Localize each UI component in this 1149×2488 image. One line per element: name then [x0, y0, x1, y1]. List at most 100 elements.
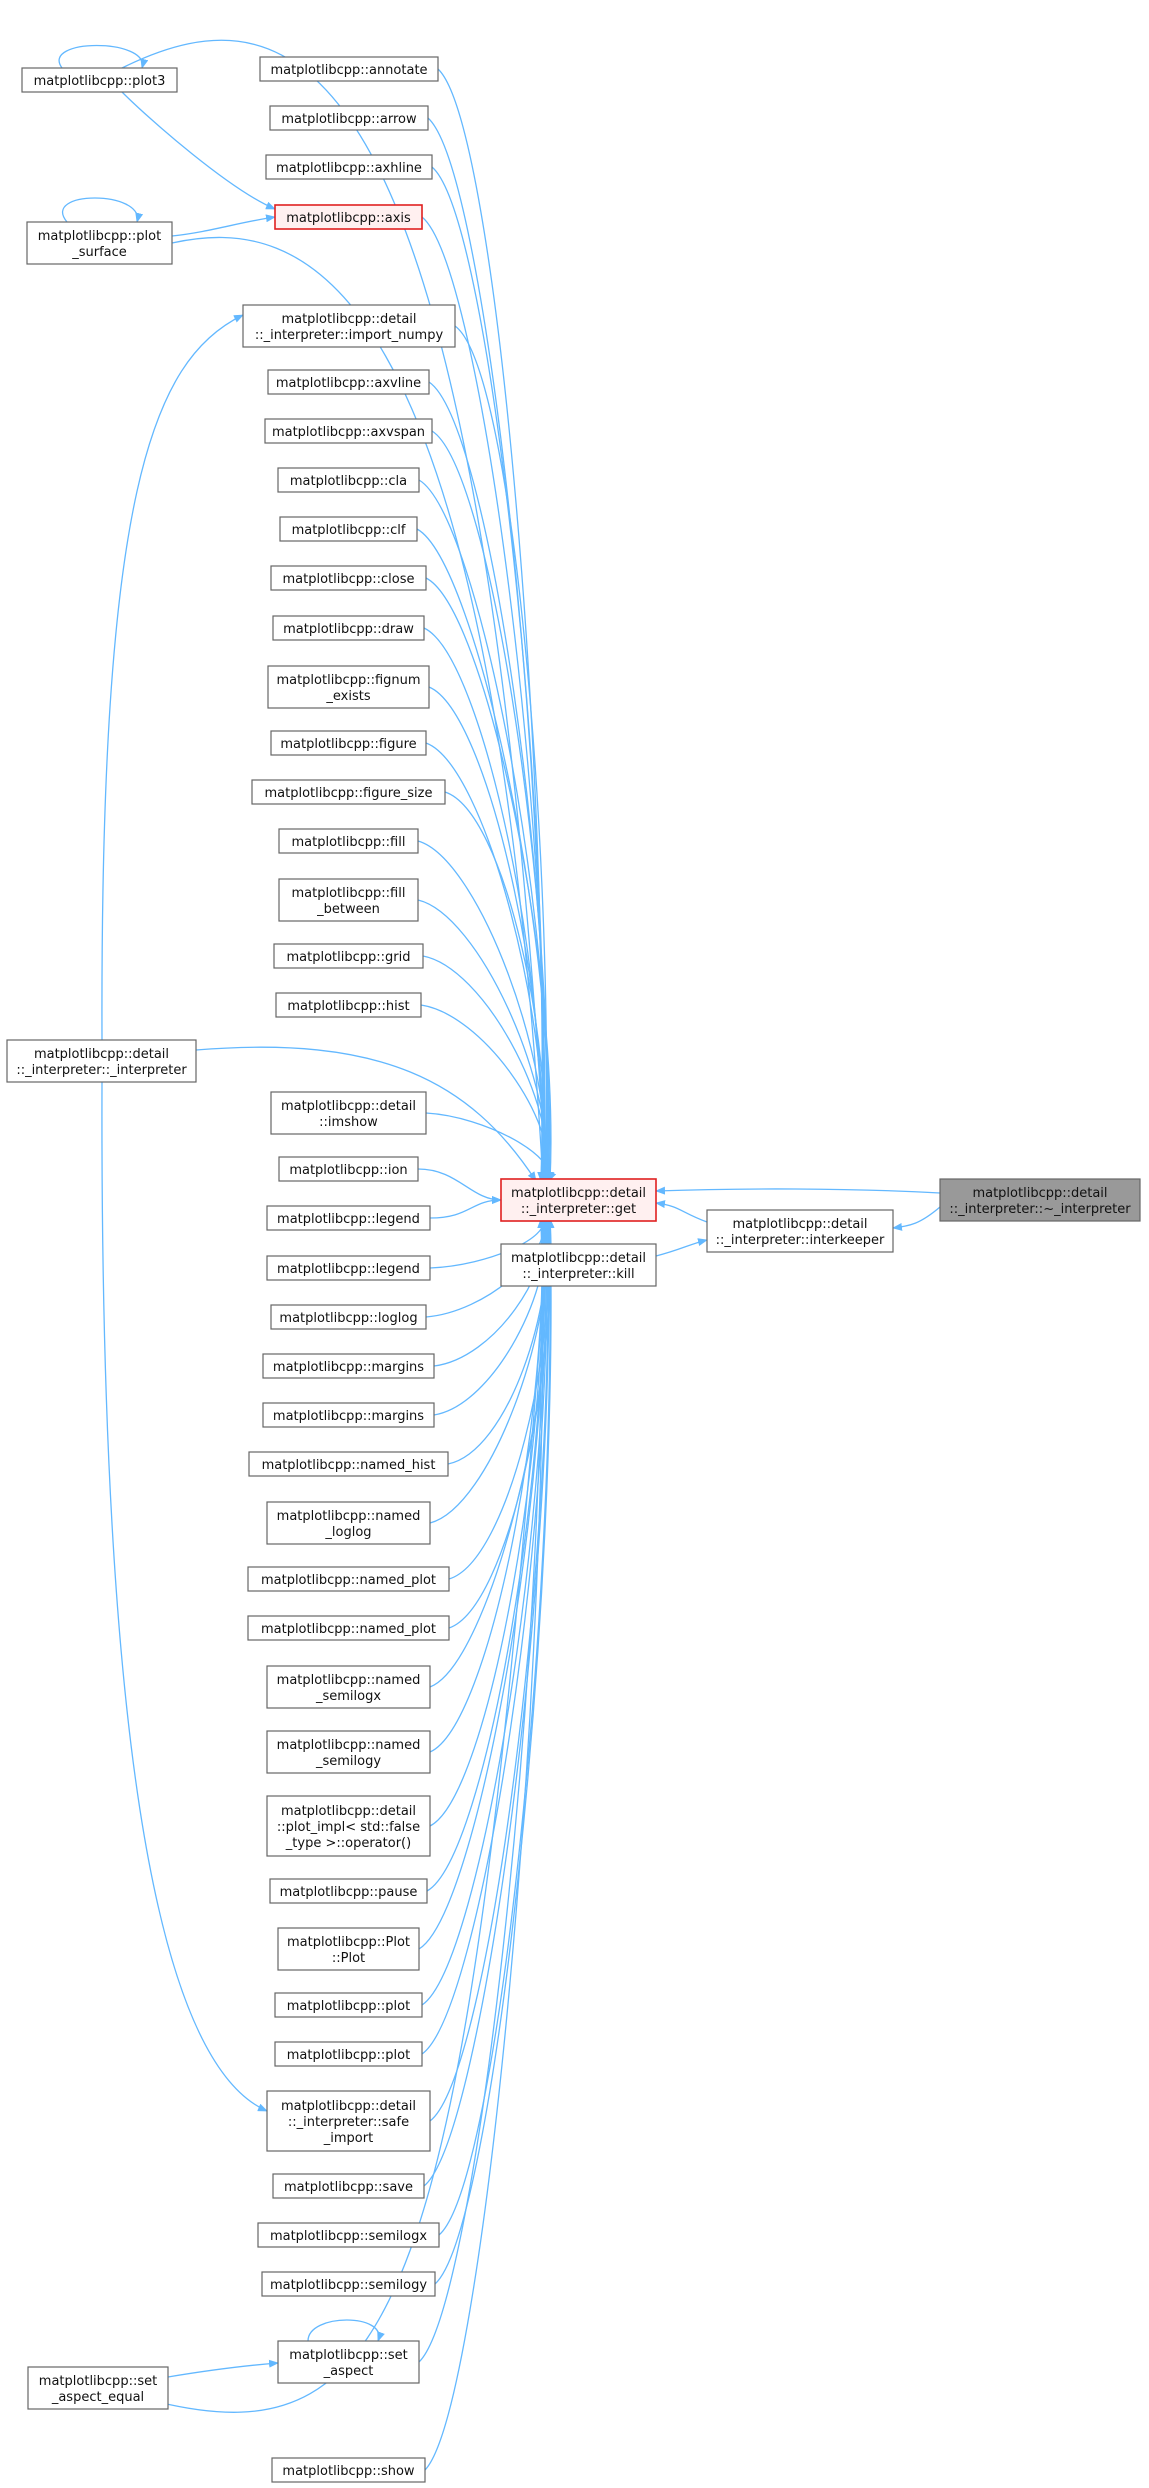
- edge-close-to-get: [425, 577, 555, 1182]
- node-interkeeper[interactable]: matplotlibcpp::detail::_interpreter::int…: [706, 1209, 894, 1253]
- edge-clf-to-get: [416, 528, 554, 1182]
- node-dtor[interactable]: matplotlibcpp::detail::_interpreter::~_i…: [939, 1178, 1141, 1222]
- node-label-line: matplotlibcpp::semilogy: [270, 2278, 427, 2293]
- node-label-line: matplotlibcpp::pause: [280, 1885, 418, 1900]
- node-safe-import[interactable]: matplotlibcpp::detail::_interpreter::saf…: [266, 2090, 431, 2152]
- node-label-line: _import: [323, 2131, 373, 2146]
- node-label-line: matplotlibcpp::named_plot: [261, 1622, 436, 1637]
- node-label-line: ::imshow: [319, 1115, 378, 1130]
- node-label-line: matplotlibcpp::detail: [281, 312, 416, 327]
- edge-interp-ctor-to-import-numpy: [101, 314, 244, 1041]
- node-figure-size[interactable]: matplotlibcpp::figure_size: [251, 779, 446, 805]
- node-plot3[interactable]: matplotlibcpp::plot3: [21, 67, 178, 93]
- node-margins1[interactable]: matplotlibcpp::margins: [262, 1353, 435, 1379]
- node-fill-between[interactable]: matplotlibcpp::fill_between: [278, 878, 419, 922]
- node-grid[interactable]: matplotlibcpp::grid: [273, 943, 424, 969]
- node-plot2[interactable]: matplotlibcpp::plot: [274, 2041, 423, 2067]
- node-cla[interactable]: matplotlibcpp::cla: [277, 467, 420, 493]
- node-set-aspect[interactable]: matplotlibcpp::set_aspect: [277, 2340, 420, 2384]
- node-label-line: matplotlibcpp::legend: [277, 1212, 420, 1227]
- node-kill[interactable]: matplotlibcpp::detail::_interpreter::kil…: [500, 1243, 657, 1287]
- node-clf[interactable]: matplotlibcpp::clf: [279, 516, 418, 542]
- edge-dtor-to-get: [655, 1186, 941, 1195]
- node-named-semilogx[interactable]: matplotlibcpp::named_semilogx: [266, 1665, 431, 1709]
- node-arrow[interactable]: matplotlibcpp::arrow: [269, 105, 429, 131]
- node-annotate[interactable]: matplotlibcpp::annotate: [259, 56, 439, 82]
- node-box: [261, 2271, 436, 2297]
- node-semilogy[interactable]: matplotlibcpp::semilogy: [261, 2271, 436, 2297]
- edge-plot2-to-get: [421, 1218, 551, 2055]
- node-semilogx[interactable]: matplotlibcpp::semilogx: [257, 2222, 440, 2248]
- node-plot-ctor[interactable]: matplotlibcpp::Plot::Plot: [277, 1927, 420, 1971]
- node-named-hist[interactable]: matplotlibcpp::named_hist: [248, 1451, 449, 1477]
- node-axhline[interactable]: matplotlibcpp::axhline: [265, 154, 433, 180]
- node-axvline[interactable]: matplotlibcpp::axvline: [267, 369, 430, 395]
- node-box: [274, 1992, 423, 2018]
- node-legend2[interactable]: matplotlibcpp::legend: [266, 1255, 431, 1281]
- edge-plot-surface-self: [62, 197, 144, 223]
- node-label-line: matplotlibcpp::legend: [277, 1262, 420, 1277]
- node-label-line: matplotlibcpp::detail: [511, 1186, 646, 1201]
- node-label-line: matplotlibcpp::loglog: [279, 1311, 417, 1326]
- node-label-line: matplotlibcpp::fignum: [276, 673, 420, 688]
- edge-plot-surface-to-get: [171, 236, 547, 1182]
- edge-hist-to-get: [420, 1004, 554, 1182]
- node-save[interactable]: matplotlibcpp::save: [272, 2173, 425, 2199]
- node-box: [266, 1730, 431, 1774]
- node-axvspan[interactable]: matplotlibcpp::axvspan: [264, 418, 433, 444]
- node-hist[interactable]: matplotlibcpp::hist: [275, 992, 422, 1018]
- node-label-line: matplotlibcpp::Plot: [287, 1935, 410, 1950]
- node-box: [248, 1451, 449, 1477]
- edge-semilogx-to-get: [438, 1218, 554, 2236]
- node-fignum-exists[interactable]: matplotlibcpp::fignum_exists: [267, 665, 430, 709]
- edge-set_aspect-to-get: [418, 1218, 546, 2363]
- node-label-line: matplotlibcpp::plot: [38, 229, 161, 244]
- node-box: [242, 304, 456, 348]
- node-label-line: ::_interpreter::get: [521, 1202, 636, 1217]
- node-box: [269, 105, 429, 131]
- node-named-semilogy[interactable]: matplotlibcpp::named_semilogy: [266, 1730, 431, 1774]
- node-box: [266, 2090, 431, 2152]
- node-label-line: matplotlibcpp::margins: [273, 1360, 424, 1375]
- node-close[interactable]: matplotlibcpp::close: [270, 565, 427, 591]
- node-label-line: matplotlibcpp::axis: [286, 211, 411, 226]
- node-named-plot1[interactable]: matplotlibcpp::named_plot: [247, 1566, 450, 1592]
- node-named-loglog[interactable]: matplotlibcpp::named_loglog: [266, 1501, 431, 1545]
- node-label-line: matplotlibcpp::plot: [287, 1999, 410, 2014]
- node-loglog[interactable]: matplotlibcpp::loglog: [270, 1304, 427, 1330]
- edge-interkeeper-to-get: [655, 1200, 708, 1223]
- node-plot-impl[interactable]: matplotlibcpp::detail::plot_impl< std::f…: [266, 1795, 431, 1857]
- node-set-aspect-equal[interactable]: matplotlibcpp::set_aspect_equal: [27, 2366, 169, 2410]
- node-get[interactable]: matplotlibcpp::detail::_interpreter::get: [500, 1178, 657, 1222]
- node-margins2[interactable]: matplotlibcpp::margins: [262, 1402, 435, 1428]
- node-axis[interactable]: matplotlibcpp::axis: [274, 204, 423, 230]
- node-named-plot2[interactable]: matplotlibcpp::named_plot: [247, 1615, 450, 1641]
- node-draw[interactable]: matplotlibcpp::draw: [272, 615, 425, 641]
- edge-ion-to-get: [417, 1168, 502, 1204]
- node-box: [706, 1209, 894, 1253]
- edge-named_semilogy-to-get: [429, 1218, 546, 1753]
- node-box: [262, 1402, 435, 1428]
- edge-dtor-to-interkeeper: [892, 1206, 941, 1231]
- node-plot-surface[interactable]: matplotlibcpp::plot_surface: [26, 221, 173, 265]
- node-ion[interactable]: matplotlibcpp::ion: [278, 1156, 419, 1182]
- node-legend1[interactable]: matplotlibcpp::legend: [266, 1205, 431, 1231]
- node-box: [270, 1304, 427, 1330]
- edge-fill-to-get: [417, 840, 550, 1182]
- node-interp-ctor[interactable]: matplotlibcpp::detail::_interpreter::_in…: [6, 1039, 197, 1083]
- node-box: [275, 992, 422, 1018]
- node-box: [259, 56, 439, 82]
- node-fill[interactable]: matplotlibcpp::fill: [278, 828, 419, 854]
- node-label-line: matplotlibcpp::detail: [281, 2099, 416, 2114]
- node-box: [266, 1255, 431, 1281]
- node-figure[interactable]: matplotlibcpp::figure: [270, 730, 427, 756]
- node-import-numpy[interactable]: matplotlibcpp::detail::_interpreter::imp…: [242, 304, 456, 348]
- node-pause[interactable]: matplotlibcpp::pause: [269, 1878, 428, 1904]
- node-label-line: ::_interpreter::safe: [288, 2115, 409, 2130]
- node-label-line: ::_interpreter::import_numpy: [255, 328, 444, 343]
- node-imshow[interactable]: matplotlibcpp::detail::imshow: [270, 1091, 427, 1135]
- edge-annotate-to-get: [437, 68, 546, 1182]
- node-box: [500, 1243, 657, 1287]
- node-plot1[interactable]: matplotlibcpp::plot: [274, 1992, 423, 2018]
- node-show[interactable]: matplotlibcpp::show: [271, 2457, 426, 2483]
